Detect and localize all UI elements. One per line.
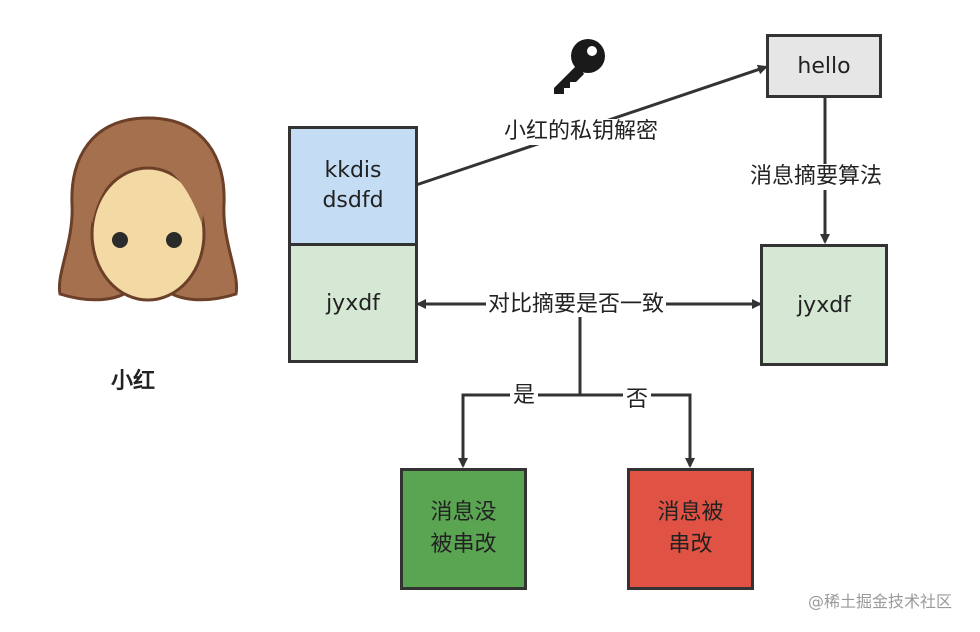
no-label: 否 — [623, 389, 652, 411]
signature-line-2: dsdfd — [322, 188, 384, 213]
intact-line-2: 被串改 — [430, 532, 497, 557]
intact-line-1: 消息没 — [430, 500, 497, 525]
branch-yes-arrow — [458, 393, 580, 468]
compare-label: 对比摘要是否一致 — [486, 292, 667, 317]
computed-digest-text: jyxdf — [797, 292, 851, 318]
decrypt-label: 小红的私钥解密 — [502, 119, 661, 145]
signature-box: kkdis dsdfd — [288, 126, 418, 246]
hash-label: 消息摘要算法 — [750, 164, 883, 190]
tampered-line-1: 消息被 — [657, 500, 724, 525]
branch-no-arrow — [580, 393, 695, 468]
tampered-result-box: 消息被 串改 — [627, 468, 754, 590]
digest-box: jyxdf — [288, 243, 418, 363]
computed-digest-box: jyxdf — [760, 244, 888, 366]
key-icon — [554, 39, 605, 94]
yes-label: 是 — [510, 385, 539, 407]
hello-text: hello — [797, 53, 851, 79]
signature-line-1: kkdis — [324, 158, 382, 183]
hello-box: hello — [766, 34, 882, 98]
girl-avatar-icon — [57, 116, 239, 302]
digest-text: jyxdf — [326, 290, 380, 316]
intact-result-box: 消息没 被串改 — [400, 468, 527, 590]
watermark: @稀土掘金技术社区 — [808, 592, 953, 611]
tampered-line-2: 串改 — [668, 532, 713, 557]
person-name: 小红 — [111, 369, 156, 394]
